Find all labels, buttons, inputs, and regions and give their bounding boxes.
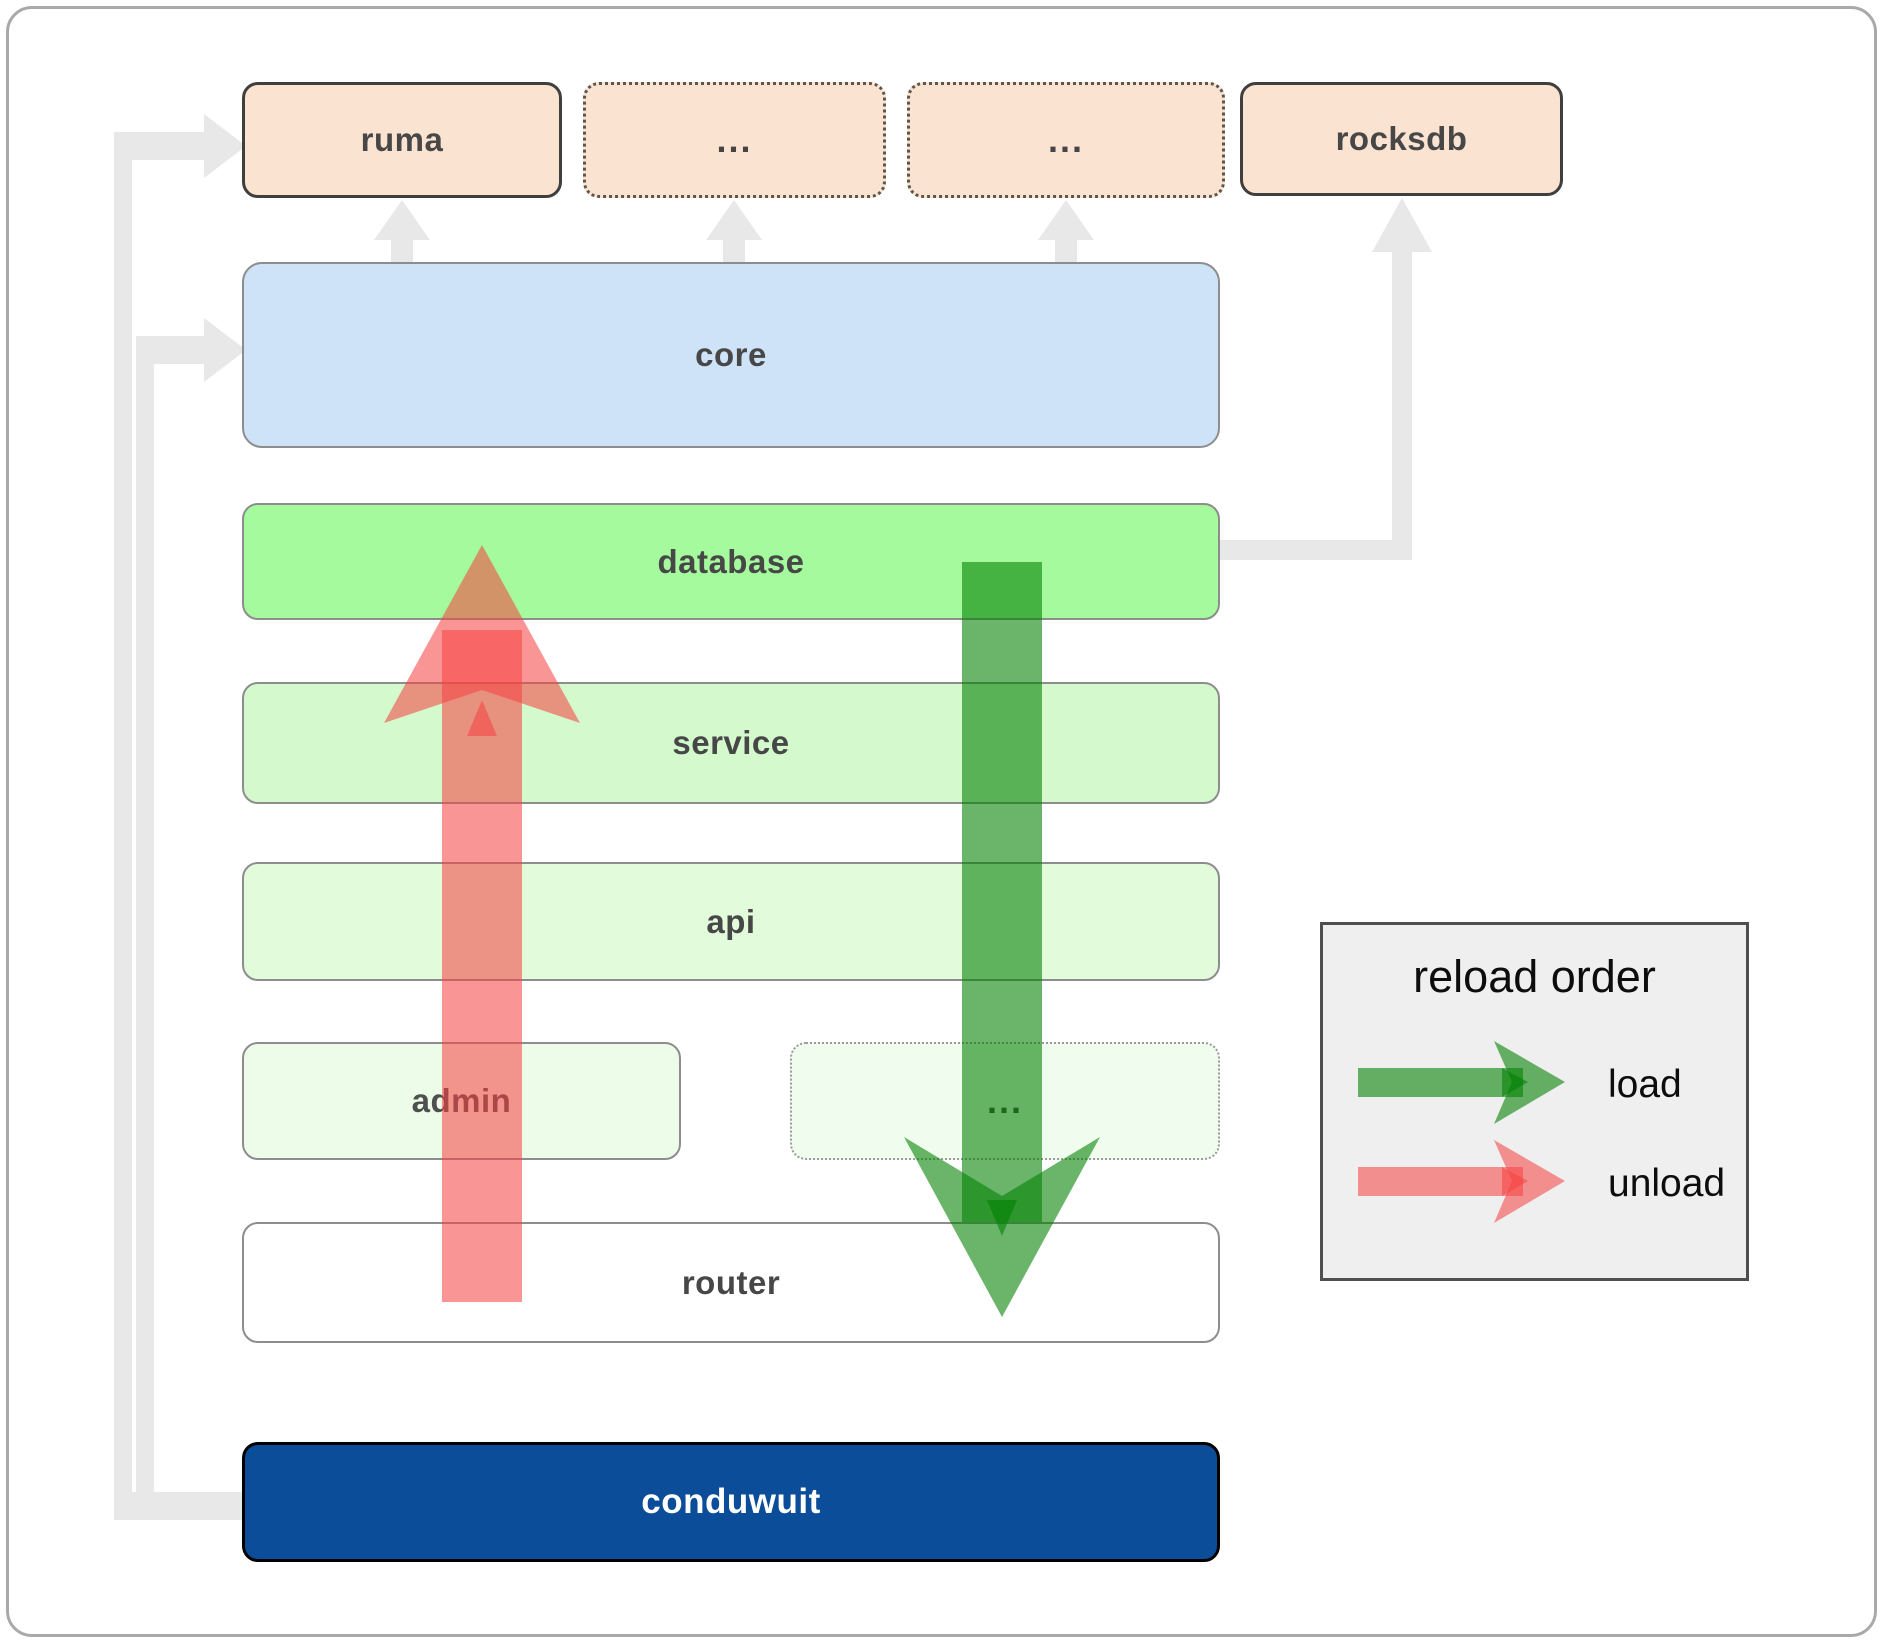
diagram-frame xyxy=(6,6,1877,1637)
node-api: api xyxy=(242,862,1220,981)
legend-reload-order: reload order load unload xyxy=(1320,922,1749,1281)
node-dependency-ellipsis-1-label: ... xyxy=(716,119,753,160)
node-core-label: core xyxy=(695,336,767,373)
node-service: service xyxy=(242,682,1220,804)
node-rocksdb-label: rocksdb xyxy=(1335,120,1468,157)
node-admin-label: admin xyxy=(411,1082,512,1119)
legend-title: reload order xyxy=(1413,951,1656,1002)
legend-load-label: load xyxy=(1608,1063,1682,1106)
node-ruma-label: ruma xyxy=(360,121,444,158)
node-database-label: database xyxy=(657,542,805,580)
node-dependency-ellipsis-2-label: ... xyxy=(1047,119,1084,160)
node-service-ellipsis-label: ... xyxy=(986,1080,1023,1121)
node-conduwuit-label: conduwuit xyxy=(641,1482,821,1521)
node-router-label: router xyxy=(681,1263,781,1301)
node-database: database xyxy=(242,503,1220,620)
node-api-label: api xyxy=(706,902,756,940)
node-router: router xyxy=(242,1222,1220,1343)
node-admin: admin xyxy=(242,1042,681,1160)
node-conduwuit: conduwuit xyxy=(242,1442,1220,1562)
node-dependency-ellipsis-1: ... xyxy=(583,82,886,198)
node-dependency-ellipsis-2: ... xyxy=(907,82,1225,198)
node-core: core xyxy=(242,262,1220,448)
node-service-label: service xyxy=(672,724,790,761)
node-rocksdb: rocksdb xyxy=(1240,82,1563,196)
legend-unload-label: unload xyxy=(1608,1162,1726,1205)
node-service-ellipsis: ... xyxy=(790,1042,1220,1160)
node-ruma: ruma xyxy=(242,82,562,198)
